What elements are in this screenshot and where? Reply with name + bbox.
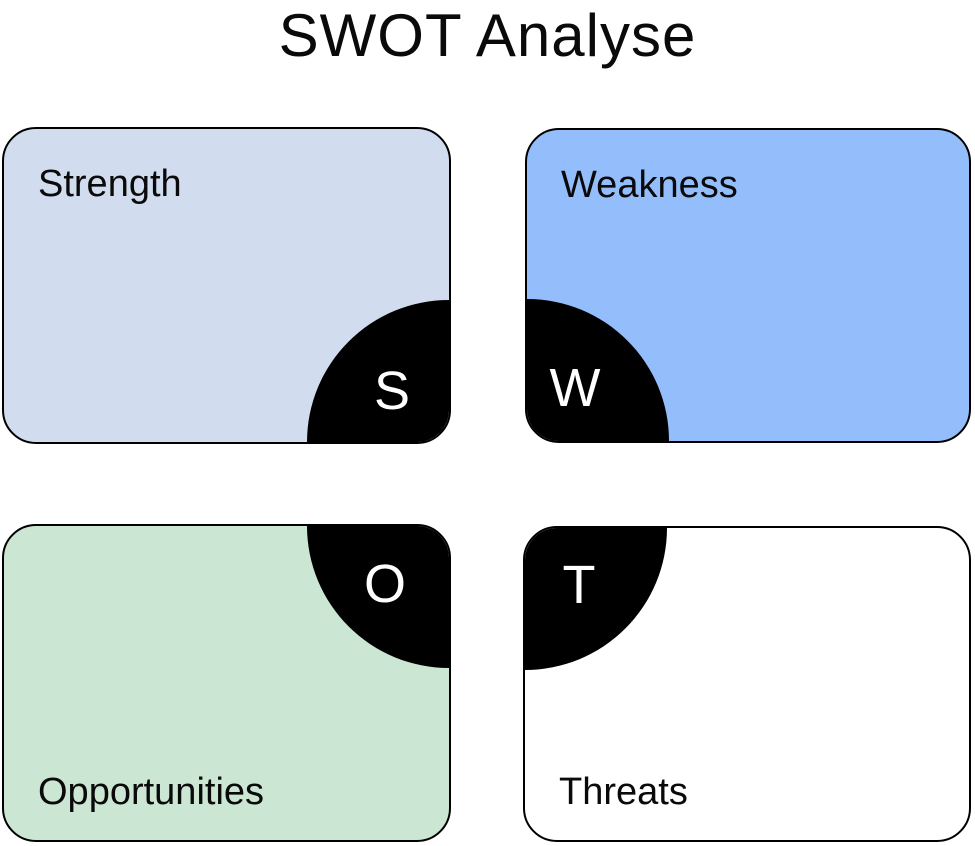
quadrant-strength: Strength S — [2, 127, 451, 444]
opportunities-badge-letter: O — [363, 554, 407, 614]
strength-corner-badge: S — [307, 300, 449, 442]
weakness-corner-badge: W — [527, 299, 669, 441]
opportunities-corner-badge: O — [307, 526, 449, 668]
quadrant-weakness-label: Weakness — [561, 164, 738, 206]
weakness-badge-letter: W — [549, 358, 601, 418]
quadrant-weakness: Weakness W — [525, 128, 971, 443]
quadrant-strength-label: Strength — [38, 163, 182, 205]
quadrant-threats: Threats T — [523, 526, 971, 842]
quadrant-opportunities-label: Opportunities — [38, 771, 265, 813]
threats-badge-letter: T — [562, 555, 596, 615]
quadrant-threats-label: Threats — [559, 771, 688, 813]
threats-corner-badge: T — [525, 528, 667, 670]
strength-badge-letter: S — [373, 361, 411, 421]
quadrant-opportunities: Opportunities O — [2, 524, 451, 842]
diagram-title: SWOT Analyse — [278, 2, 697, 69]
